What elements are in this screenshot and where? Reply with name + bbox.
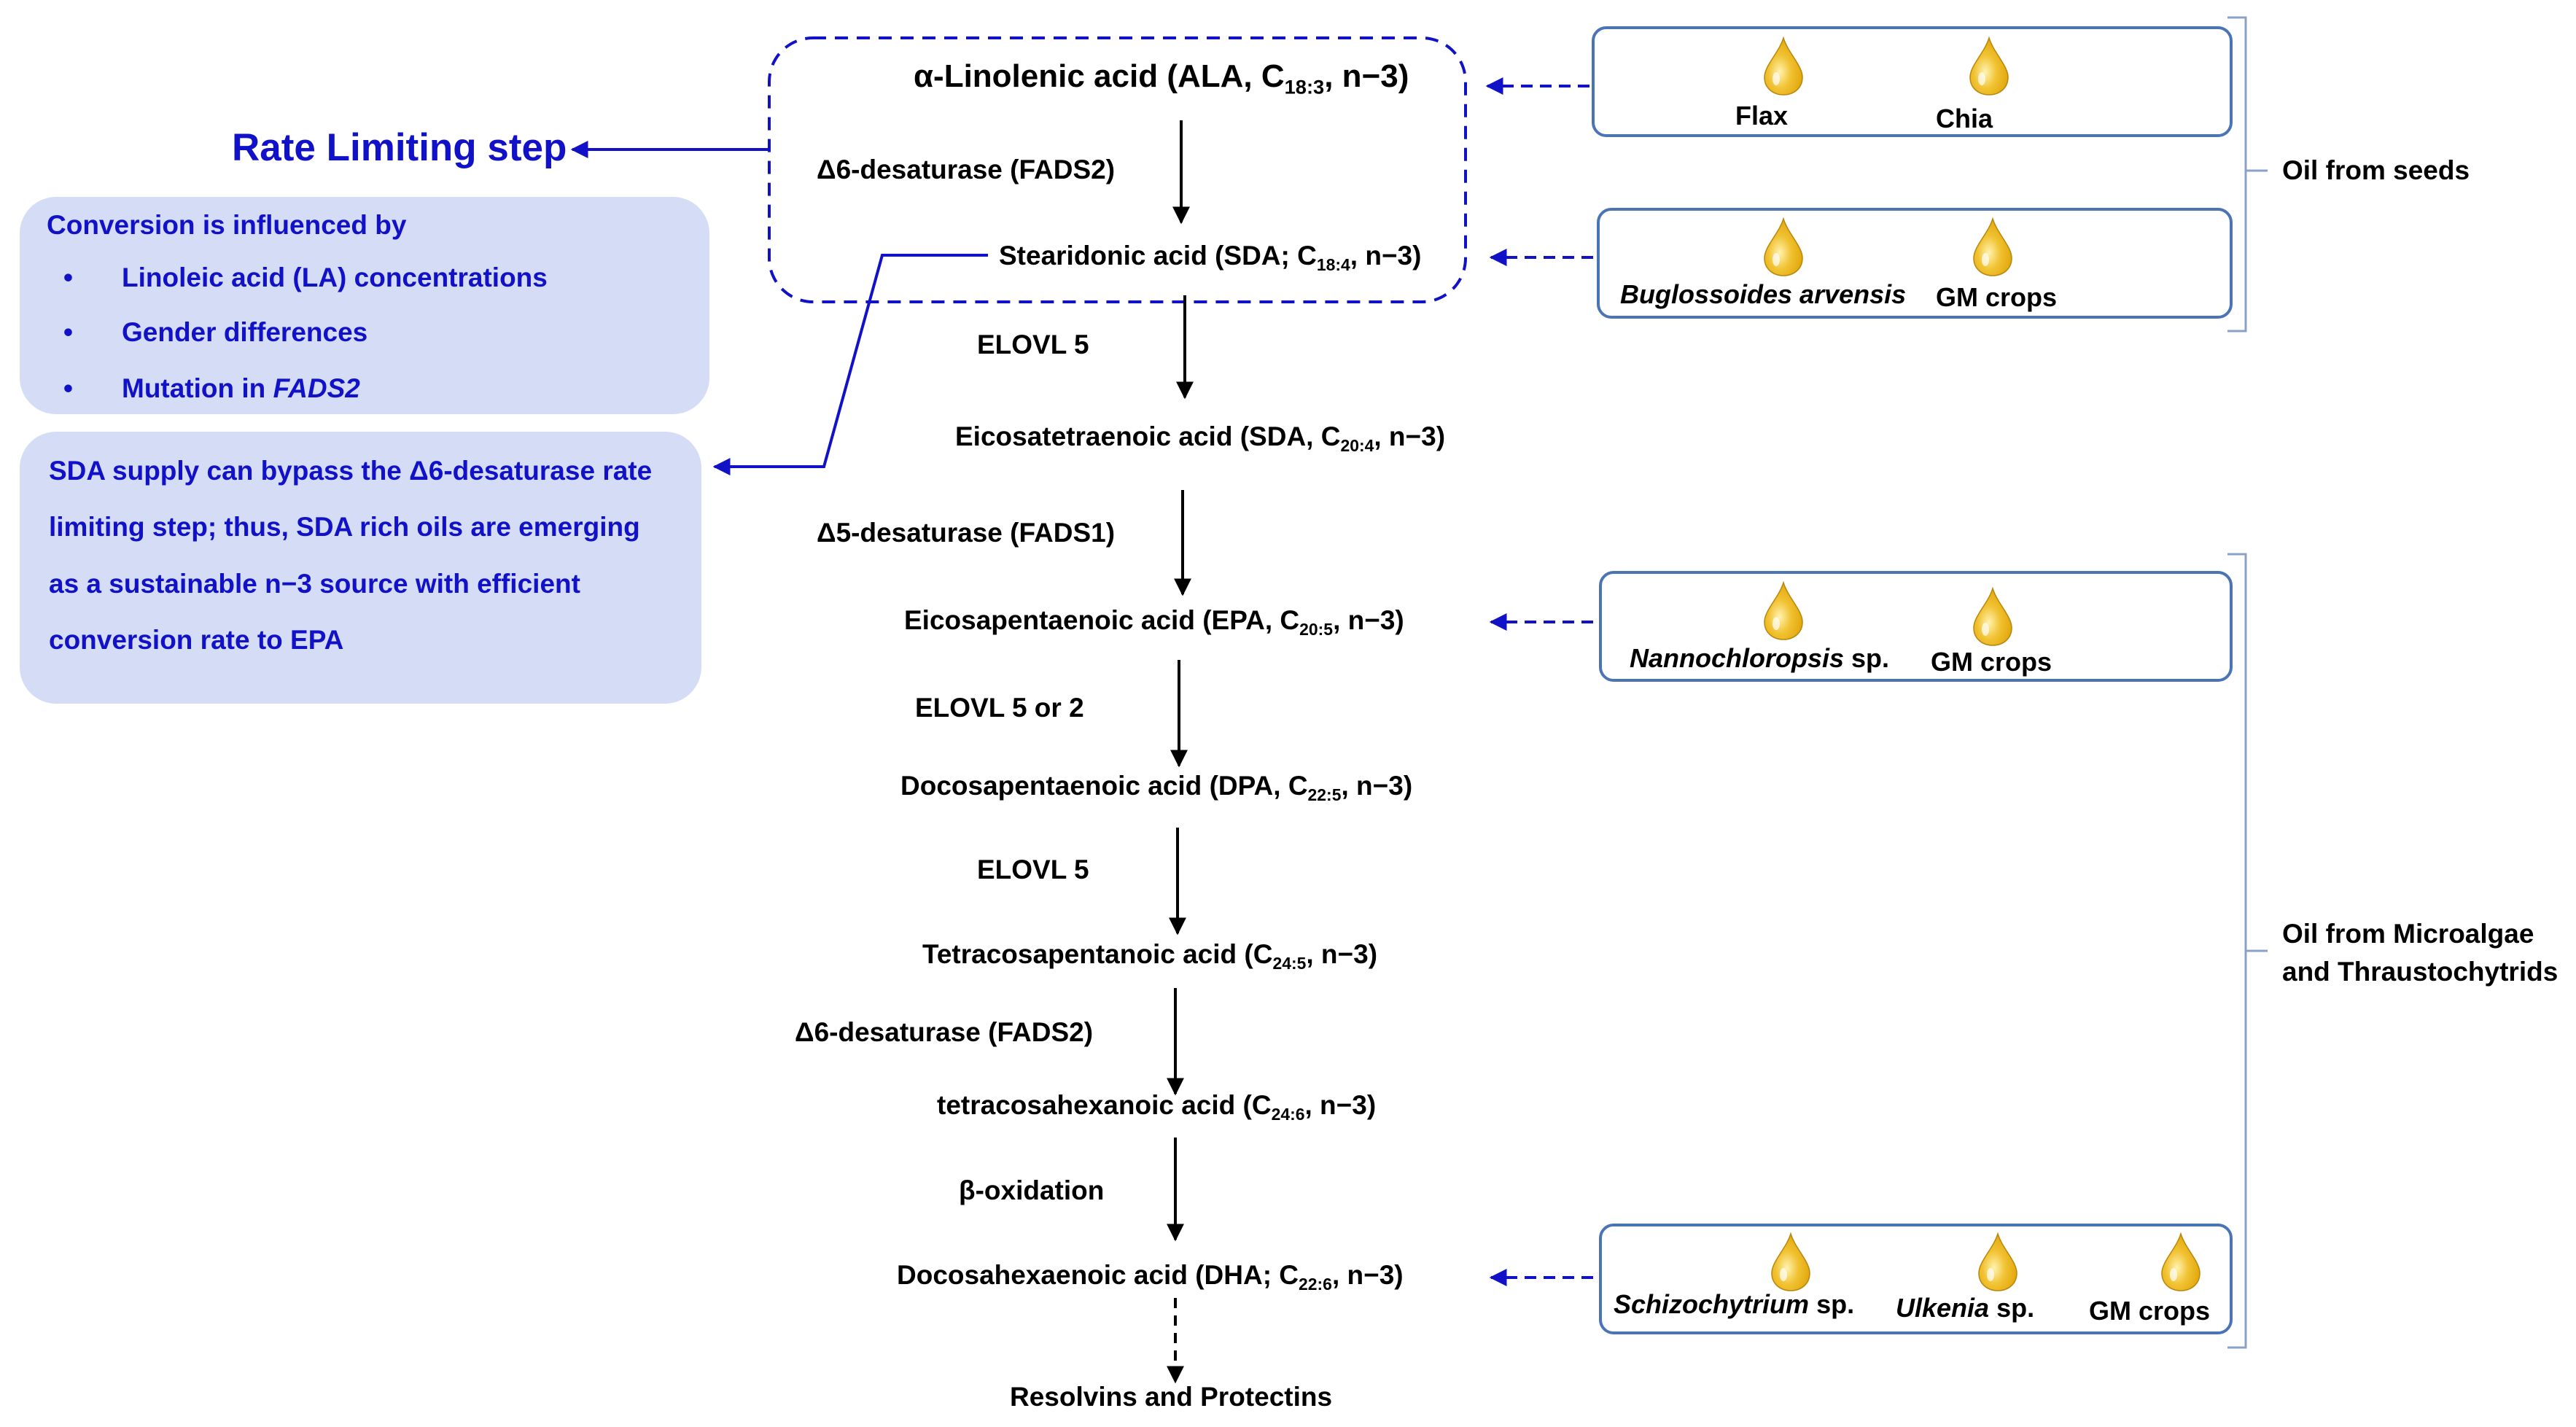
source-box-algae-2: [1599, 1224, 2233, 1334]
sda-panel-line-3: as a sustainable n−3 source with efficie…: [49, 569, 580, 599]
node-epa: Eicosapentaenoic acid (EPA, C20:5, n−3): [904, 605, 1404, 639]
node-tpa: Tetracosapentanoic acid (C24:5, n−3): [922, 939, 1378, 973]
source-gm-crops-algae-1: GM crops: [1931, 647, 2052, 677]
enzyme-elovl5-or-2: ELOVL 5 or 2: [915, 693, 1084, 723]
source-box-seeds-2: [1597, 208, 2233, 319]
enzyme-d6-desaturase-1: Δ6-desaturase (FADS2): [817, 155, 1116, 184]
oil-drop-icon: [1969, 36, 2009, 96]
oil-drop-icon: [1771, 1232, 1810, 1291]
sda-bypass-pointer: [712, 254, 988, 475]
sda-panel-line-4: conversion rate to EPA: [49, 625, 344, 655]
enzyme-d5-desaturase: Δ5-desaturase (FADS1): [817, 518, 1116, 548]
bracket-seeds: [2227, 16, 2247, 333]
influence-item-la: •Linoleic acid (LA) concentrations: [63, 263, 548, 292]
oil-drop-icon: [1973, 217, 2012, 276]
source-box-algae-1: [1599, 571, 2233, 682]
oil-drop-icon: [1764, 581, 1803, 640]
rate-limiting-region: [768, 36, 1467, 303]
enzyme-d6-desaturase-2: Δ6-desaturase (FADS2): [795, 1017, 1094, 1047]
source-gm-crops-seeds: GM crops: [1936, 282, 2058, 312]
label-oil-from-seeds: Oil from seeds: [2282, 155, 2470, 185]
node-sda: Stearidonic acid (SDA; C18:4, n−3): [999, 241, 1422, 275]
source-flax: Flax: [1735, 101, 1789, 131]
node-dpa: Docosapentaenoic acid (DPA, C22:5, n−3): [900, 771, 1413, 805]
oil-drop-icon: [1973, 587, 2012, 646]
enzyme-beta-oxidation: β-oxidation: [959, 1175, 1105, 1205]
enzyme-elovl5-2: ELOVL 5: [977, 855, 1089, 884]
source-ulkenia: Ulkenia sp.: [1896, 1293, 2035, 1323]
source-chia: Chia: [1936, 104, 1993, 133]
node-eta: Eicosatetraenoic acid (SDA, C20:4, n−3): [955, 421, 1446, 456]
sda-panel-line-2: limiting step; thus, SDA rich oils are e…: [49, 512, 640, 542]
source-nannochloropsis: Nannochloropsis sp.: [1630, 643, 1890, 673]
oil-drop-icon: [1764, 36, 1803, 96]
source-buglossoides: Buglossoides arvensis: [1620, 279, 1907, 309]
node-resolvins: Resolvins and Protectins: [1010, 1382, 1333, 1412]
source-box-seeds-1: [1592, 26, 2233, 137]
node-dha: Docosahexaenoic acid (DHA; C22:6, n−3): [897, 1260, 1404, 1294]
source-schizochytrium: Schizochytrium sp.: [1614, 1289, 1855, 1319]
oil-drop-icon: [1764, 217, 1803, 276]
node-tha: tetracosahexanoic acid (C24:6, n−3): [937, 1090, 1377, 1124]
influence-item-gender: •Gender differences: [63, 317, 368, 347]
enzyme-elovl5-1: ELOVL 5: [977, 330, 1089, 359]
sda-bypass-panel: SDA supply can bypass the Δ6-desaturase …: [20, 432, 701, 704]
influence-item-mutation: •Mutation in FADS2: [63, 373, 360, 403]
node-ala: α-Linolenic acid (ALA, C18:3, n−3): [914, 58, 1409, 98]
influence-panel: Conversion is influenced by •Linoleic ac…: [20, 197, 709, 414]
sda-panel-line-1: SDA supply can bypass the Δ6-desaturase …: [49, 456, 653, 486]
rate-limiting-label: Rate Limiting step: [232, 126, 567, 169]
oil-drop-icon: [2161, 1232, 2201, 1291]
source-gm-crops-algae-2: GM crops: [2089, 1296, 2211, 1326]
oil-drop-icon: [1978, 1232, 2017, 1291]
influence-heading: Conversion is influenced by: [47, 210, 407, 240]
